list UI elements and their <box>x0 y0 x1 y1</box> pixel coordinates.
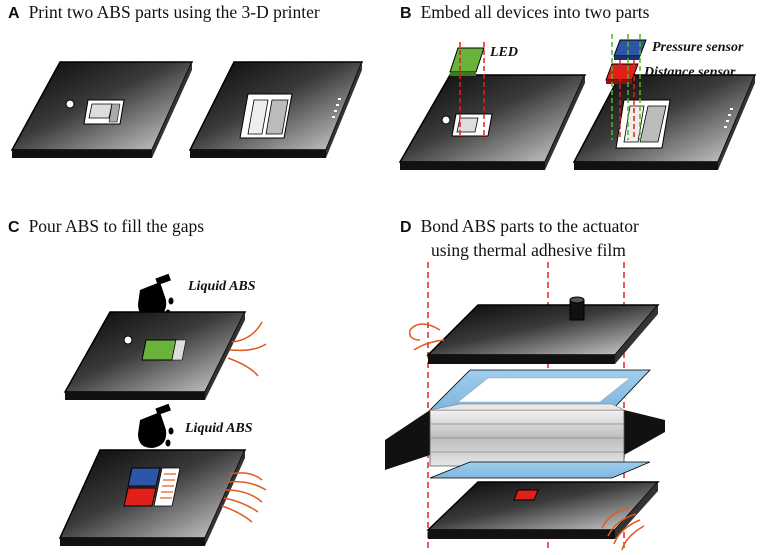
hole-icon <box>65 99 75 109</box>
wires <box>221 472 267 523</box>
panel-d-title-line2: using thermal adhesive film <box>431 240 626 260</box>
wires <box>227 321 267 377</box>
pressure-sensor-component <box>613 39 647 60</box>
liquid-abs-label-1: Liquid ABS <box>187 279 256 294</box>
panel-d-letter: D <box>400 219 412 236</box>
distance-sensor-component <box>605 63 639 84</box>
panel-a-letter: A <box>8 5 20 22</box>
hole-icon <box>123 335 133 345</box>
hole-icon <box>441 115 451 125</box>
panel-a-title: Print two ABS parts using the 3-D printe… <box>28 2 320 22</box>
panel-b-header: B Embed all devices into two parts <box>400 2 649 24</box>
bottom-abs-part <box>426 481 660 551</box>
panel-a-part-2 <box>188 61 364 158</box>
panel-c-header: C Pour ABS to fill the gaps <box>8 216 204 238</box>
panel-b-letter: B <box>400 5 412 22</box>
embedded-distance-sensor <box>123 487 157 507</box>
wires <box>601 507 645 551</box>
panel-d-header: D Bond ABS parts to the actuator <box>400 216 639 238</box>
pressure-sensor-label: Pressure sensor <box>652 40 744 55</box>
led-component <box>449 42 485 140</box>
panel-c-part-2 <box>58 449 267 546</box>
embedded-led <box>141 339 177 361</box>
panel-d-title-line1: Bond ABS parts to the actuator <box>420 216 639 236</box>
adhesive-film-bottom <box>429 461 651 479</box>
liquid-abs-label-2: Liquid ABS <box>184 421 253 436</box>
panel-b-part-1 <box>398 74 587 170</box>
panel-c-letter: C <box>8 219 20 236</box>
actuator <box>385 403 665 470</box>
panel-a-part-1 <box>10 61 194 158</box>
adhesive-film-top <box>429 369 651 411</box>
panel-c-part-1 <box>63 311 267 400</box>
wires <box>408 323 445 351</box>
distance-sensor-label: Distance sensor <box>643 65 736 80</box>
embedded-pressure-sensor <box>127 467 161 487</box>
panel-b-part-2 <box>572 74 757 170</box>
panel-c-title: Pour ABS to fill the gaps <box>28 216 205 236</box>
top-abs-part <box>408 296 660 364</box>
panel-a-header: A Print two ABS parts using the 3-D print… <box>8 2 320 24</box>
led-label: LED <box>489 45 518 60</box>
embedded-distance-sensor <box>513 489 539 501</box>
panel-b-title: Embed all devices into two parts <box>420 2 650 22</box>
pour-flask-icon <box>138 403 174 448</box>
